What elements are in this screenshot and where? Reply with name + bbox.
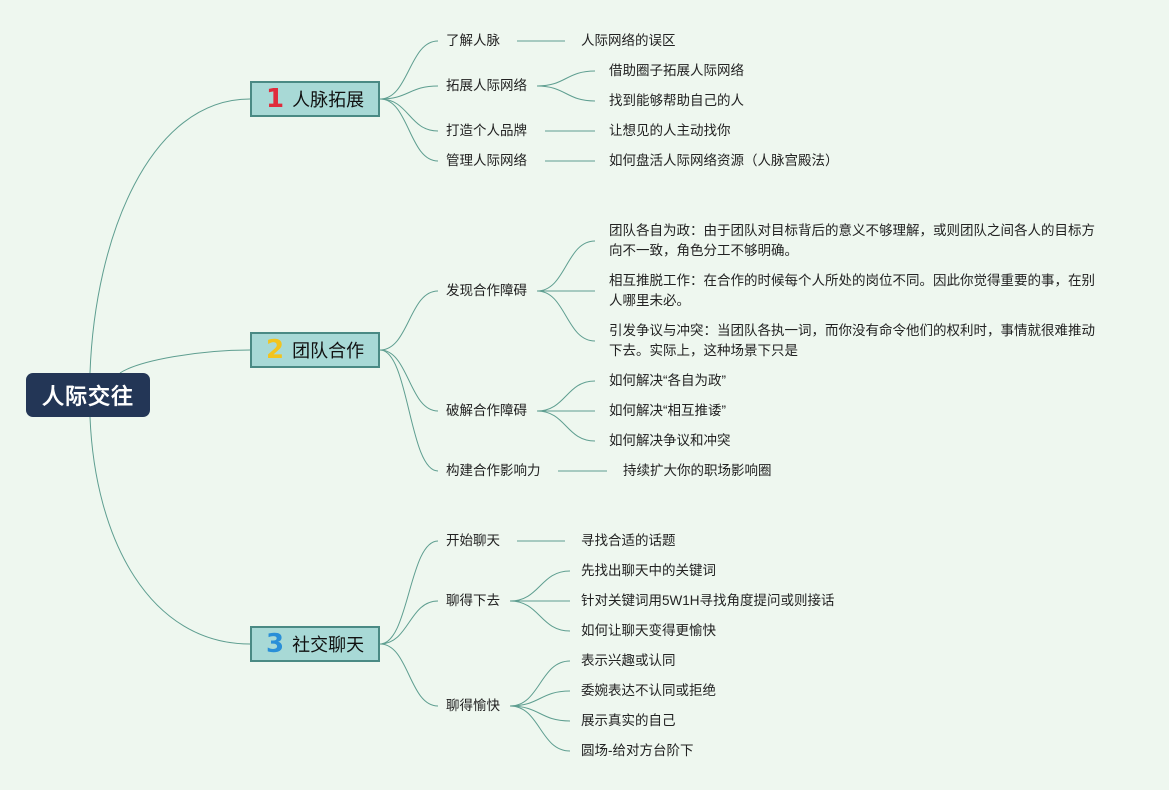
branch-2-subtopic-line — [379, 290, 439, 351]
branch-3-subtopic-line — [379, 600, 439, 645]
leaf-line — [536, 85, 596, 102]
branch-3-subtopic-line — [379, 540, 439, 645]
branch-3-subtopic-line — [379, 643, 439, 707]
subtopic-pleasant-chat[interactable]: 聊得愉快 — [446, 698, 500, 713]
branch-2-title: 团队合作 — [292, 341, 365, 361]
leaf-find-keywords[interactable]: 先找出聊天中的关键词 — [581, 563, 716, 578]
subtopic-manage-network[interactable]: 管理人际网络 — [446, 153, 527, 168]
subtopic-personal-brand[interactable]: 打造个人品牌 — [446, 123, 527, 138]
branch-1-subtopic-line — [379, 98, 439, 162]
number-1-icon: 1 — [266, 84, 285, 114]
branch-1-subtopic-line — [379, 98, 439, 132]
subtopic-find-obstacles[interactable]: 发现合作障碍 — [446, 283, 527, 298]
subtopic-start-chat[interactable]: 开始聊天 — [446, 533, 500, 548]
leaf-solve-silos[interactable]: 如何解决“各自为政” — [609, 373, 726, 388]
leaf-solve-conflict[interactable]: 如何解决争议和冲突 — [609, 433, 731, 448]
leaf-shirk-work[interactable]: 相互推脱工作：在合作的时候每个人所处的岗位不同。因此你觉得重要的事，在别人哪里未… — [609, 273, 1095, 308]
branch-1-title: 人脉拓展 — [292, 90, 365, 110]
subtopic-keep-chatting[interactable]: 聊得下去 — [446, 593, 500, 608]
leaf-network-myths[interactable]: 人际网络的误区 — [581, 33, 676, 48]
subtopic-break-obstacles[interactable]: 破解合作障碍 — [446, 403, 527, 418]
leaf-circle-expand[interactable]: 借助圈子拓展人际网络 — [609, 63, 744, 78]
leaf-line — [536, 410, 596, 442]
subtopic-expand-network[interactable]: 拓展人际网络 — [446, 78, 527, 93]
branch-2-subtopic-line — [379, 349, 439, 412]
branch-3-topic[interactable]: 3 社交聊天 — [250, 626, 380, 662]
subtopic-understand-network[interactable]: 了解人脉 — [446, 33, 500, 48]
root-to-branch-2-line — [119, 349, 251, 374]
leaf-line — [509, 705, 571, 722]
leaf-line — [509, 600, 571, 632]
leaf-attract-people[interactable]: 让想见的人主动找你 — [609, 123, 731, 138]
leaf-network-palace[interactable]: 如何盘活人际网络资源（人脉宫殿法） — [609, 153, 839, 168]
leaf-more-pleasant[interactable]: 如何让聊天变得更愉快 — [581, 623, 716, 638]
leaf-solve-shirking[interactable]: 如何解决“相互推诿” — [609, 403, 726, 418]
leaf-line — [536, 240, 596, 292]
leaf-line — [509, 570, 571, 602]
root-to-branch-1-line — [89, 98, 251, 374]
branch-1-topic[interactable]: 1 人脉拓展 — [250, 81, 380, 117]
leaf-line — [509, 705, 571, 752]
leaf-disputes[interactable]: 引发争议与冲突：当团队各执一词，而你没有命令他们的权利时，事情就很难推动下去。实… — [609, 323, 1095, 358]
leaf-polite-refusal[interactable]: 委婉表达不认同或拒绝 — [581, 683, 716, 698]
leaf-line — [509, 660, 571, 707]
leaf-line — [536, 70, 596, 87]
leaf-team-silos[interactable]: 团队各自为政：由于团队对目标背后的意义不够理解，或则团队之间各人的目标方向不一致… — [609, 223, 1095, 258]
leaf-find-topic[interactable]: 寻找合适的话题 — [581, 533, 676, 548]
branch-2-topic[interactable]: 2 团队合作 — [250, 332, 380, 368]
root-to-branch-3-line — [89, 416, 251, 645]
branch-1-subtopic-line — [379, 40, 439, 100]
leaf-line — [536, 290, 596, 342]
leaf-save-face[interactable]: 圆场-给对方台阶下 — [581, 743, 694, 758]
leaf-be-yourself[interactable]: 展示真实的自己 — [581, 713, 676, 728]
leaf-line — [536, 380, 596, 412]
number-2-icon: 2 — [266, 335, 285, 365]
leaf-find-helpers[interactable]: 找到能够帮助自己的人 — [609, 93, 744, 108]
subtopic-build-influence[interactable]: 构建合作影响力 — [446, 463, 541, 478]
branch-2-subtopic-line — [379, 349, 439, 472]
branch-1-subtopic-line — [379, 85, 439, 100]
leaf-line — [509, 690, 571, 707]
leaf-expand-influence[interactable]: 持续扩大你的职场影响圈 — [623, 463, 772, 478]
leaf-show-interest[interactable]: 表示兴趣或认同 — [581, 653, 676, 668]
leaf-5w1h[interactable]: 针对关键词用5W1H寻找角度提问或则接话 — [581, 593, 835, 608]
number-3-icon: 3 — [266, 629, 285, 659]
branch-3-title: 社交聊天 — [292, 635, 365, 655]
root-topic[interactable]: 人际交往 — [26, 373, 150, 417]
